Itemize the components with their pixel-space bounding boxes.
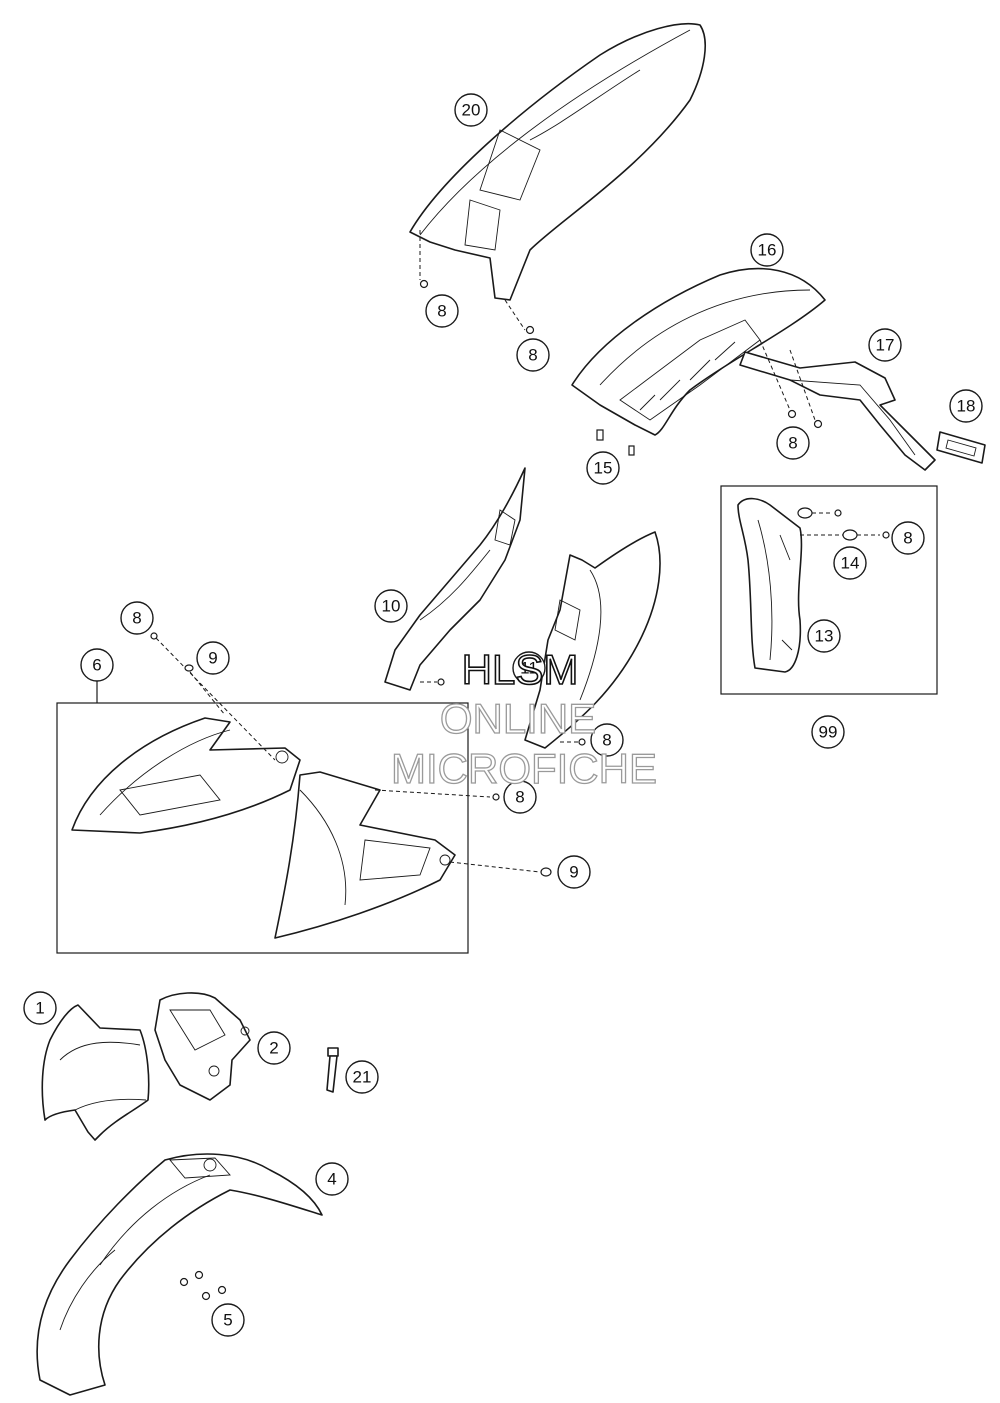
callout-label: 11 xyxy=(520,659,538,678)
callout-label: 5 xyxy=(223,1311,232,1330)
callout-circle xyxy=(590,723,624,757)
callout-14[interactable]: 14 xyxy=(833,546,867,580)
callout-16[interactable]: 16 xyxy=(750,233,784,267)
side-panel-right-part[interactable] xyxy=(524,531,661,749)
callout-label: 18 xyxy=(957,397,976,416)
airbox-part[interactable] xyxy=(571,267,826,436)
callout-9b[interactable]: 9 xyxy=(557,855,591,889)
callout-label: 13 xyxy=(815,627,834,646)
callout-8b[interactable]: 8 xyxy=(516,338,550,372)
callout-circle xyxy=(211,1303,245,1337)
callout-label: 6 xyxy=(92,656,101,675)
callout-11[interactable]: 11 xyxy=(512,651,546,685)
callout-circle xyxy=(80,648,114,682)
callout-15[interactable]: 15 xyxy=(586,451,620,485)
callout-2[interactable]: 2 xyxy=(257,1031,291,1065)
callout-circle xyxy=(586,451,620,485)
callout-circle xyxy=(374,589,408,623)
side-panel-left-part[interactable] xyxy=(384,467,526,691)
callout-label: 15 xyxy=(594,459,613,478)
callout-1[interactable]: 1 xyxy=(23,991,57,1025)
cable-tie-part[interactable] xyxy=(326,1047,339,1093)
callout-circle xyxy=(750,233,784,267)
callout-circle xyxy=(425,294,459,328)
rear-fender-part[interactable] xyxy=(409,22,706,301)
callout-circle xyxy=(811,715,845,749)
callout-9a[interactable]: 9 xyxy=(196,641,230,675)
callout-circle xyxy=(833,546,867,580)
callout-circle xyxy=(949,389,983,423)
callout-13[interactable]: 13 xyxy=(807,619,841,653)
watermark-line-3: MICROFICHE xyxy=(391,745,657,792)
callout-20[interactable]: 20 xyxy=(454,93,488,127)
headlight-mask-part[interactable] xyxy=(41,1004,150,1141)
watermark-line-2: ONLINE xyxy=(440,695,596,742)
watermark: HLSM ONLINE MICROFICHE xyxy=(390,645,657,792)
callout-18[interactable]: 18 xyxy=(949,389,983,423)
callout-4[interactable]: 4 xyxy=(315,1162,349,1196)
callout-label: 4 xyxy=(327,1170,336,1189)
callout-label: 8 xyxy=(602,731,611,750)
grommet-14a xyxy=(797,507,842,519)
number-plate-holder-part[interactable] xyxy=(739,351,936,471)
callout-label: 8 xyxy=(132,609,141,628)
radiator-shroud-left-part[interactable] xyxy=(71,717,301,834)
watermark-line-1: HLSM xyxy=(462,646,579,693)
callout-label: 14 xyxy=(841,554,860,573)
callout-label: 9 xyxy=(208,649,217,668)
callout-circle xyxy=(345,1060,379,1094)
callout-21[interactable]: 21 xyxy=(345,1060,379,1094)
callout-circle xyxy=(196,641,230,675)
callout-circle xyxy=(516,338,550,372)
callout-label: 8 xyxy=(788,434,797,453)
callout-17[interactable]: 17 xyxy=(868,328,902,362)
callout-label: 8 xyxy=(515,788,524,807)
callout-circle xyxy=(503,780,537,814)
grommet-14b xyxy=(800,529,890,541)
callout-circle xyxy=(891,521,925,555)
headlight-bracket-part[interactable] xyxy=(154,992,251,1101)
callout-8d[interactable]: 8 xyxy=(891,521,925,555)
callout-label: 9 xyxy=(569,863,578,882)
callout-label: 8 xyxy=(528,346,537,365)
callout-label: 8 xyxy=(903,529,912,548)
kit-box-99 xyxy=(720,485,938,695)
callout-label: 16 xyxy=(758,241,777,260)
callout-label: 17 xyxy=(876,336,895,355)
callout-label: 2 xyxy=(269,1039,278,1058)
reflector-part[interactable] xyxy=(936,431,986,464)
callout-circle xyxy=(257,1031,291,1065)
callout-circle xyxy=(512,651,546,685)
callout-circle xyxy=(776,426,810,460)
callout-8e[interactable]: 8 xyxy=(590,723,624,757)
callout-circle xyxy=(23,991,57,1025)
callout-label: 99 xyxy=(819,723,838,742)
kit-box-6 xyxy=(56,702,469,954)
callout-circle xyxy=(557,855,591,889)
subframe-screws-15 xyxy=(596,429,635,456)
callout-8a[interactable]: 8 xyxy=(425,294,459,328)
callout-circle xyxy=(868,328,902,362)
callout-8g[interactable]: 8 xyxy=(503,780,537,814)
callout-6[interactable]: 6 xyxy=(80,648,114,682)
radiator-shroud-right-part[interactable] xyxy=(274,771,456,939)
callout-label: 10 xyxy=(382,597,401,616)
callout-label: 20 xyxy=(462,101,481,120)
callout-circle xyxy=(807,619,841,653)
callout-8f[interactable]: 8 xyxy=(120,601,154,635)
callout-8c[interactable]: 8 xyxy=(776,426,810,460)
fender-bolts-5 xyxy=(179,1270,227,1301)
callout-5[interactable]: 5 xyxy=(211,1303,245,1337)
callout-label: 21 xyxy=(353,1068,372,1087)
callout-label: 8 xyxy=(437,302,446,321)
callout-circle xyxy=(454,93,488,127)
callout-circle xyxy=(315,1162,349,1196)
callout-circle xyxy=(120,601,154,635)
side-cover-part[interactable] xyxy=(737,497,803,673)
callout-label: 1 xyxy=(35,999,44,1018)
front-fender-part[interactable] xyxy=(36,1153,323,1396)
callout-10[interactable]: 10 xyxy=(374,589,408,623)
callout-99[interactable]: 99 xyxy=(811,715,845,749)
